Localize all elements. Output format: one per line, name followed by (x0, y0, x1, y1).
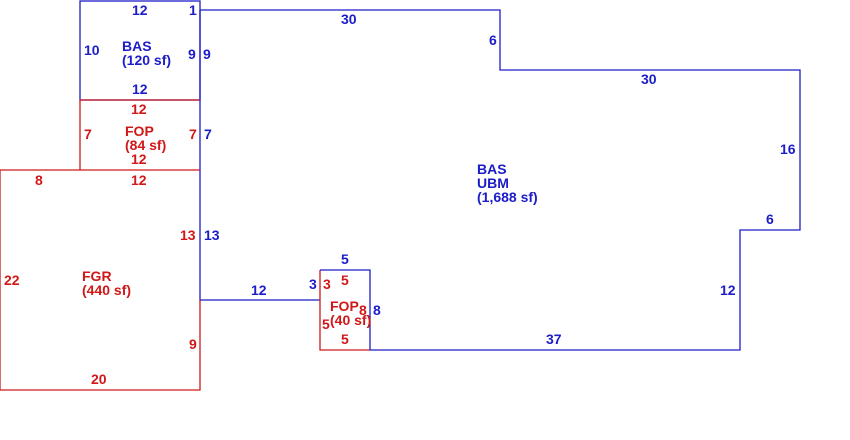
dim-main-left-out: 13 (204, 227, 220, 243)
main-outline-left (199, 10, 320, 301)
dim-bas-bottom: 12 (132, 81, 148, 97)
dim-fop2-left-out: 3 (309, 276, 317, 292)
dim-main-top-right: 30 (641, 71, 657, 87)
fop-lower-outline-blue (320, 269, 371, 350)
dim-main-step-right: 6 (766, 211, 774, 227)
main-area: (1,688 sf) (477, 189, 538, 205)
dim-fgr-left: 22 (4, 272, 20, 288)
dim-main-right: 16 (780, 141, 796, 157)
dim-fop2-top-in: 5 (341, 272, 349, 288)
dim-corner-1: 1 (189, 2, 197, 18)
dim-fop-right-in: 7 (189, 126, 197, 142)
bas-upper-name: BAS (122, 38, 152, 54)
dim-main-bottom: 37 (546, 331, 562, 347)
dim-fgr-bottom: 20 (91, 371, 107, 387)
main-name-ubm: UBM (477, 175, 509, 191)
dim-fgr-top-left: 8 (35, 172, 43, 188)
dim-bas-left: 10 (84, 42, 100, 58)
fgr-area: (440 sf) (82, 282, 131, 298)
main-name-bas: BAS (477, 161, 507, 177)
fgr-name: FGR (82, 268, 112, 284)
fop-lower-outline-red (319, 270, 370, 351)
dim-fgr-top: 12 (131, 172, 147, 188)
fgr-outline (0, 169, 201, 391)
dim-fop-top: 12 (131, 101, 147, 117)
dim-fop2-left-in: 3 (323, 276, 331, 292)
dim-fop2-top-out: 5 (341, 251, 349, 267)
dim-bas-right-out: 9 (203, 46, 211, 62)
dim-fgr-right-lower: 9 (189, 336, 197, 352)
dim-fop2-right-out: 8 (373, 302, 381, 318)
main-outline (200, 9, 801, 351)
dim-fop-bottom: 12 (131, 151, 147, 167)
dim-fop-right-out: 7 (204, 126, 212, 142)
dim-main-right-lower: 12 (720, 282, 736, 298)
fop-lower-name: FOP (330, 298, 359, 314)
dim-fop2-right-in: 8 (359, 302, 367, 318)
dim-bas-top: 12 (132, 2, 148, 18)
fop-upper-area: (84 sf) (125, 137, 166, 153)
dim-main-left-lower: 12 (251, 282, 267, 298)
dim-main-step-top: 6 (489, 32, 497, 48)
dim-main-top: 30 (341, 11, 357, 27)
fop-upper-name: FOP (125, 123, 154, 139)
dim-fop-left: 7 (84, 126, 92, 142)
dim-fop2-left-lower: 5 (322, 316, 330, 332)
dim-fop2-bottom: 5 (341, 331, 349, 347)
bas-upper-area: (120 sf) (122, 52, 171, 68)
fop-lower-area: (40 sf) (330, 312, 371, 328)
dim-bas-right-in: 9 (188, 46, 196, 62)
dim-fgr-right-upper: 13 (180, 227, 196, 243)
